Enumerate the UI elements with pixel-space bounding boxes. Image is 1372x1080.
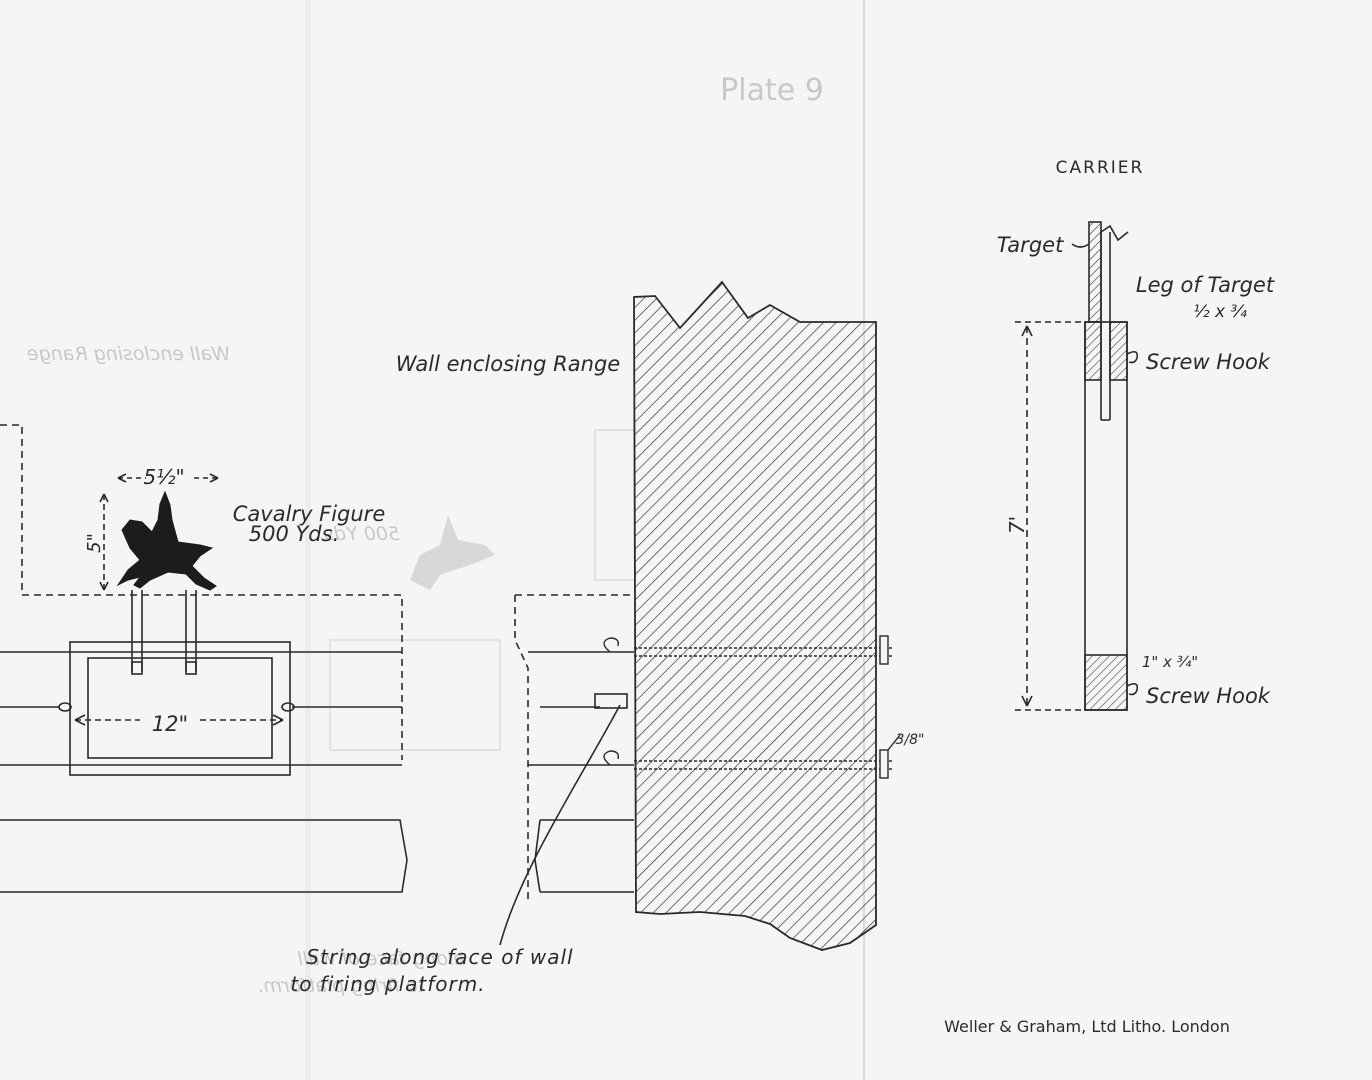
string-label-line1: String along face of wall — [306, 945, 573, 969]
cavalry-label-line2: 500 Yds. — [249, 522, 340, 546]
ghost-string-label-1: along face of wall — [297, 948, 465, 970]
bolt-size-label: 3/8" — [896, 732, 925, 748]
wall-label: Wall enclosing Range — [396, 352, 620, 376]
leg-of-target-label: Leg of Target — [1136, 273, 1275, 297]
ghost-cavalry-label: 500 Yds. — [318, 523, 400, 545]
plate-title: Plate 9 — [720, 73, 824, 108]
cavalry-figure-silhouette — [116, 490, 217, 591]
cavalry-target-assembly — [0, 424, 408, 893]
wall-bolts — [603, 635, 901, 779]
screw-hook-bottom-label: Screw Hook — [1146, 684, 1271, 708]
ghost-string-label-2: to firing platform. — [257, 975, 425, 997]
screw-hook-top-label: Screw Hook — [1146, 350, 1271, 374]
frame-width-label: 12" — [152, 712, 188, 736]
figure-height-label: 5" — [84, 533, 105, 553]
target-label: Target — [997, 233, 1064, 257]
wall-assembly — [499, 594, 634, 946]
carrier-title: CARRIER — [1056, 158, 1145, 178]
wall-section — [633, 280, 877, 951]
ghost-wall-label: Wall enclosing Range — [27, 343, 230, 365]
cavalry-label-line1: Cavalry Figure — [233, 502, 386, 526]
printer-imprint: Weller & Graham, Ltd Litho. London — [944, 1017, 1230, 1036]
leg-dims-label: ½ x ¾ — [1193, 302, 1247, 322]
carrier-height-label: 7' — [1005, 516, 1029, 534]
figure-width-label: 5½" — [143, 465, 184, 489]
bleed-through: Plate 9 Wall enclosing Range 500 Yds. al… — [27, 73, 824, 997]
carrier-assembly — [1015, 221, 1139, 711]
carrier-block-label: 1" x ¾" — [1142, 653, 1198, 671]
string-label-line2: to firing platform. — [290, 972, 485, 996]
